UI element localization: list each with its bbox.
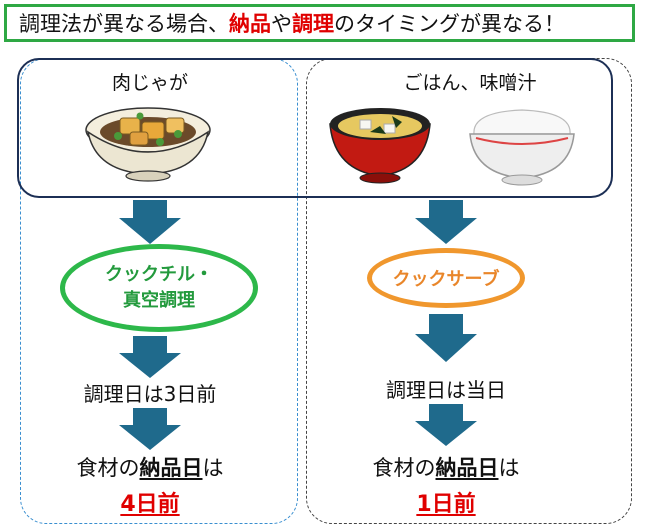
right-delivery-suffix: は: [498, 456, 520, 480]
cook-chill-oval: クックチル・ 真空調理: [60, 244, 258, 332]
rice-bowl-icon: [469, 109, 575, 186]
cook-chill-label-line2: 真空調理: [123, 290, 195, 311]
left-delivery-suffix: は: [202, 456, 224, 480]
left-arrow-1: [119, 200, 181, 244]
right-arrow-2: [415, 314, 477, 362]
right-arrow-1: [415, 200, 477, 244]
cook-chill-label-line1: クックチル・: [105, 263, 213, 285]
right-arrow-3: [415, 404, 477, 446]
food-band-frame: [17, 58, 613, 198]
title-text-2: や: [271, 12, 292, 36]
left-delivery-days: 4日前: [120, 492, 180, 517]
left-arrow-3: [119, 408, 181, 450]
left-food-label: 肉じゃが: [111, 72, 188, 94]
title-delivery-word: 納品: [229, 12, 271, 36]
cook-serve-label: クックサーブ: [392, 269, 500, 290]
right-delivery-days: 1日前: [416, 492, 476, 517]
left-cook-day: 調理日は3日前: [83, 382, 217, 406]
title-text-1: 調理法が異なる場合、: [19, 12, 229, 36]
right-cook-day: 調理日は当日: [386, 378, 506, 402]
right-delivery-term: 納品日: [435, 456, 499, 480]
right-food-label: ごはん、味噌汁: [403, 72, 537, 94]
right-delivery-line: 食材の納品日は: [346, 452, 546, 482]
title-cooking-word: 調理: [292, 12, 334, 36]
cook-serve-oval: クックサーブ: [367, 248, 525, 308]
left-arrow-2: [119, 336, 181, 378]
miso-soup-bowl-icon: [329, 108, 431, 184]
left-delivery-term: 納品日: [139, 456, 203, 480]
left-delivery-line: 食材の納品日は: [40, 452, 260, 482]
nikujaga-bowl-icon: [85, 107, 211, 182]
right-delivery-prefix: 食材の: [372, 456, 436, 480]
title-text-3: のタイミングが異なる！: [334, 12, 565, 36]
title-banner: 調理法が異なる場合、納品や調理のタイミングが異なる！: [4, 4, 635, 42]
left-delivery-prefix: 食材の: [76, 456, 140, 480]
